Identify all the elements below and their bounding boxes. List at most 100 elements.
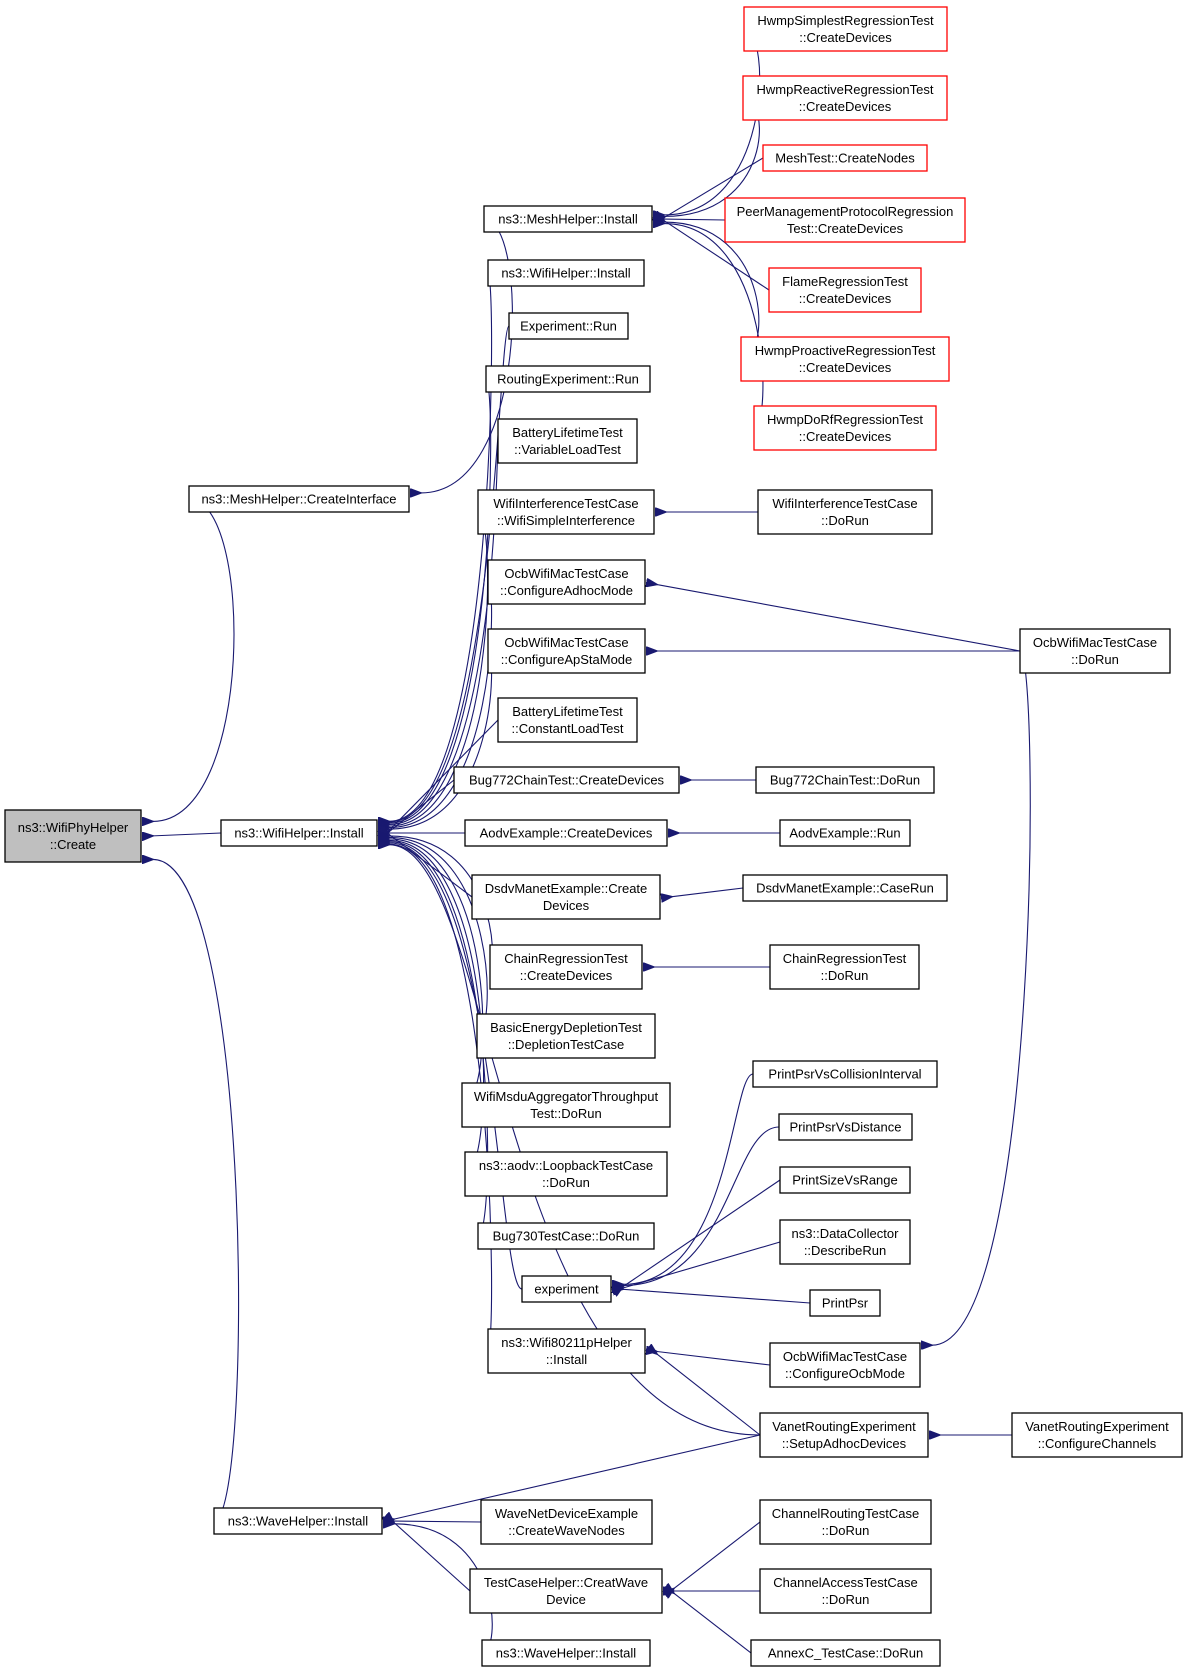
node-label: ::CreateDevices — [799, 360, 892, 375]
node-vanet_adhoc[interactable]: VanetRoutingExperiment::SetupAdhocDevice… — [759, 1412, 929, 1458]
edge-mesh_inst-to-mesh_ci — [421, 218, 513, 493]
node-label: Bug730TestCase::DoRun — [493, 1229, 640, 1244]
node-label: ChannelAccessTestCase — [773, 1575, 918, 1590]
node-datacoll[interactable]: ns3::DataCollector::DescribeRun — [779, 1219, 911, 1265]
node-box — [750, 1639, 941, 1667]
node-label: OcbWifiMacTestCase — [783, 1349, 907, 1364]
node-box — [768, 267, 922, 313]
node-exp_run[interactable]: Experiment::Run — [508, 312, 629, 340]
node-psr_coll[interactable]: PrintPsrVsCollisionInterval — [752, 1060, 938, 1088]
node-aodv_run[interactable]: AodvExample::Run — [779, 819, 911, 847]
node-experiment[interactable]: experiment — [521, 1275, 612, 1303]
node-label: ::CreateDevices — [799, 99, 892, 114]
node-label: ns3::WaveHelper::Install — [496, 1646, 637, 1661]
node-mesh_ci[interactable]: ns3::MeshHelper::CreateInterface — [188, 485, 410, 513]
node-label: ::DoRun — [1071, 652, 1119, 667]
edge-experiment-to-wifi_inst — [389, 843, 523, 1290]
node-dsdv_caserun[interactable]: DsdvManetExample::CaseRun — [742, 874, 948, 902]
node-batt_const[interactable]: BatteryLifetimeTest::ConstantLoadTest — [497, 697, 638, 743]
node-meshtest[interactable]: MeshTest::CreateNodes — [762, 144, 928, 172]
node-dsdv_cd[interactable]: DsdvManetExample::CreateDevices — [471, 874, 661, 920]
edge-wifi_inst-to-root — [153, 833, 222, 836]
node-box — [769, 1342, 921, 1388]
node-label: PrintPsrVsCollisionInterval — [768, 1067, 921, 1082]
node-label: ::DoRun — [542, 1175, 590, 1190]
node-psr_dist[interactable]: PrintPsrVsDistance — [778, 1113, 913, 1141]
node-hwmp_dorf[interactable]: HwmpDoRfRegressionTest::CreateDevices — [753, 405, 937, 451]
node-aodv_cd[interactable]: AodvExample::CreateDevices — [464, 819, 668, 847]
node-hwmp_simplest[interactable]: HwmpSimplestRegressionTest::CreateDevice… — [743, 6, 948, 52]
node-batt_var[interactable]: BatteryLifetimeTest::VariableLoadTest — [497, 418, 638, 464]
edge-meshtest-to-mesh_inst — [664, 157, 764, 218]
node-label: WifiMsduAggregatorThroughput — [474, 1089, 659, 1104]
node-bug772_cd[interactable]: Bug772ChainTest::CreateDevices — [453, 766, 680, 794]
node-label: ::DepletionTestCase — [508, 1037, 624, 1052]
edge-tch_cwd-to-wave_inst — [394, 1523, 471, 1592]
node-box — [469, 1568, 663, 1614]
node-annexc[interactable]: AnnexC_TestCase::DoRun — [750, 1639, 941, 1667]
node-box — [508, 312, 629, 340]
node-wave_inst2[interactable]: ns3::WaveHelper::Install — [481, 1639, 651, 1667]
node-bug772_dorun[interactable]: Bug772ChainTest::DoRun — [755, 766, 935, 794]
node-chain_dorun[interactable]: ChainRegressionTest::DoRun — [769, 944, 920, 990]
edge-vanet_adhoc-to-wave_inst — [394, 1434, 761, 1519]
node-wifi_inst[interactable]: ns3::WifiHelper::Install — [220, 819, 378, 847]
node-label: experiment — [534, 1282, 599, 1297]
node-ocb_adhoc[interactable]: OcbWifiMacTestCase::ConfigureAdhocMode — [487, 559, 646, 605]
node-chain_cd[interactable]: ChainRegressionTest::CreateDevices — [489, 944, 643, 990]
node-wifi_int[interactable]: WifiInterferenceTestCase::WifiSimpleInte… — [477, 489, 655, 535]
node-root[interactable]: ns3::WifiPhyHelper::Create — [4, 809, 142, 863]
node-printpsr[interactable]: PrintPsr — [809, 1289, 881, 1317]
node-label: RoutingExperiment::Run — [497, 372, 639, 387]
node-box — [188, 485, 410, 513]
node-label: ns3::WifiHelper::Install — [501, 266, 630, 281]
node-box — [724, 197, 966, 243]
node-box — [477, 1222, 655, 1250]
node-chan_access[interactable]: ChannelAccessTestCase::DoRun — [759, 1568, 932, 1614]
node-wave_inst[interactable]: ns3::WaveHelper::Install — [213, 1507, 383, 1535]
node-flame[interactable]: FlameRegressionTest::CreateDevices — [768, 267, 922, 313]
node-ocb_apsta[interactable]: OcbWifiMacTestCase::ConfigureApStaMode — [487, 628, 646, 674]
edge-psr_coll-to-experiment — [623, 1073, 754, 1284]
node-bug730[interactable]: Bug730TestCase::DoRun — [477, 1222, 655, 1250]
node-box — [742, 874, 948, 902]
node-aodv_loop[interactable]: ns3::aodv::LoopbackTestCase::DoRun — [464, 1151, 668, 1197]
node-size_range[interactable]: PrintSizeVsRange — [779, 1166, 911, 1194]
node-label: Experiment::Run — [520, 319, 617, 334]
node-hwmp_reactive[interactable]: HwmpReactiveRegressionTest::CreateDevice… — [742, 75, 948, 121]
node-label: ::CreateWaveNodes — [508, 1523, 625, 1538]
node-label: OcbWifiMacTestCase — [1033, 635, 1157, 650]
node-rout_run[interactable]: RoutingExperiment::Run — [485, 365, 651, 393]
node-label: ::ConfigureApStaMode — [501, 652, 633, 667]
node-box — [480, 1499, 653, 1545]
node-basic_energy[interactable]: BasicEnergyDepletionTest::DepletionTestC… — [476, 1013, 656, 1059]
node-vanet_channels[interactable]: VanetRoutingExperiment::ConfigureChannel… — [1011, 1412, 1183, 1458]
node-peer_mgmt[interactable]: PeerManagementProtocolRegressionTest::Cr… — [724, 197, 966, 243]
node-wave_nd[interactable]: WaveNetDeviceExample::CreateWaveNodes — [480, 1499, 653, 1545]
node-wifi_int_dorun[interactable]: WifiInterferenceTestCase::DoRun — [757, 489, 933, 535]
edge-wave_inst-to-root — [153, 859, 240, 1522]
node-ocb_dorun[interactable]: OcbWifiMacTestCase::DoRun — [1019, 628, 1171, 674]
node-box — [779, 1219, 911, 1265]
edge-mesh_ci-to-root — [153, 498, 235, 821]
node-label: Devices — [543, 898, 590, 913]
node-hwmp_proactive[interactable]: HwmpProactiveRegressionTest::CreateDevic… — [740, 336, 950, 382]
node-box — [213, 1507, 383, 1535]
node-wifi_inst2[interactable]: ns3::WifiHelper::Install — [487, 259, 645, 287]
node-label: DsdvManetExample::Create — [485, 881, 648, 896]
node-label: HwmpSimplestRegressionTest — [757, 13, 934, 28]
node-box — [485, 365, 651, 393]
node-mesh_inst[interactable]: ns3::MeshHelper::Install — [483, 205, 653, 233]
node-label: WifiInterferenceTestCase — [772, 496, 917, 511]
node-chan_routing[interactable]: ChannelRoutingTestCase::DoRun — [759, 1499, 932, 1545]
node-label: ::Install — [546, 1352, 587, 1367]
node-box — [742, 75, 948, 121]
node-label: BatteryLifetimeTest — [512, 704, 623, 719]
node-box — [487, 559, 646, 605]
node-box — [220, 819, 378, 847]
node-ocb_ocbmode[interactable]: OcbWifiMacTestCase::ConfigureOcbMode — [769, 1342, 921, 1388]
node-w80211p[interactable]: ns3::Wifi80211pHelper::Install — [487, 1328, 646, 1374]
node-box — [464, 1151, 668, 1197]
